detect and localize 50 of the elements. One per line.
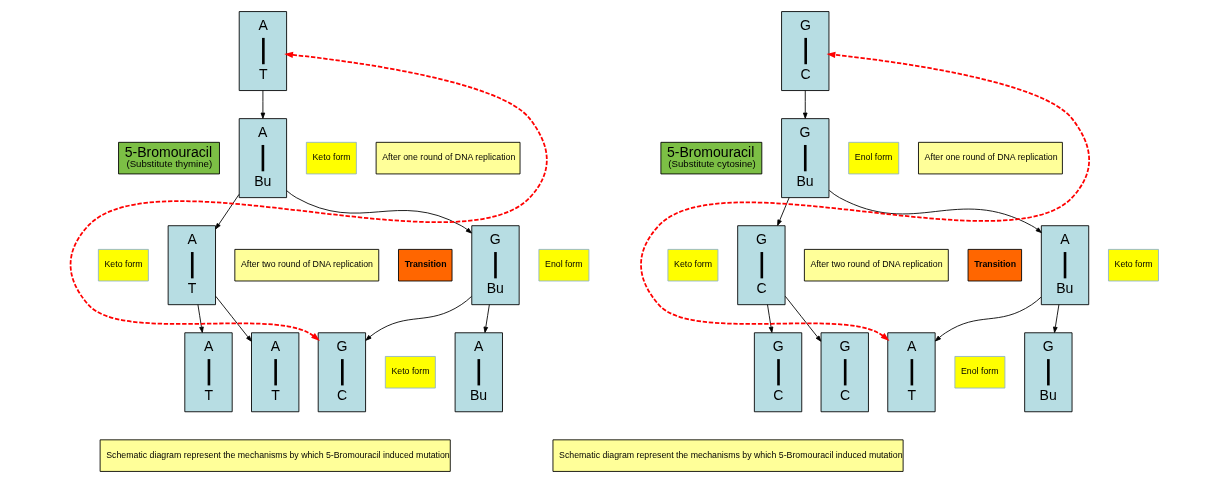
node-box: A T (886, 332, 936, 413)
arrow (776, 197, 790, 226)
arrow (365, 296, 472, 341)
node-box: G C (753, 332, 802, 413)
arrow (260, 90, 265, 119)
node-box: A T (183, 332, 233, 413)
node-box: Enol form (537, 248, 589, 282)
node-box: A T (167, 225, 216, 306)
node-box: Enol form (847, 141, 899, 175)
arrow (483, 304, 490, 333)
arrow (69, 51, 548, 341)
node-box: G Bu (470, 225, 520, 306)
arrow (828, 189, 1042, 234)
node-box: Keto form (305, 141, 357, 175)
node-box: After one round of DNA replication (917, 141, 1063, 175)
arrow (934, 296, 1041, 342)
node-box: Schematic diagram represent the mechanisms by which 5-Bromouracil induced mutation (99, 439, 451, 472)
node-box: A T (238, 11, 287, 91)
node-box: G C (736, 225, 786, 306)
node-box: 5-Bromouracil (Substitute thymine) (117, 141, 220, 175)
node-box: Keto form (666, 248, 718, 282)
node-box: G C (820, 332, 869, 413)
node-box: G Bu (780, 118, 829, 199)
node-box: A Bu (454, 332, 503, 413)
node-box: Keto form (97, 248, 149, 282)
node-box: A Bu (1040, 225, 1089, 306)
node-box: A Bu (238, 118, 287, 199)
node-box: Enol form (953, 356, 1005, 389)
arrow (214, 193, 239, 230)
arrow (639, 51, 1090, 341)
arrow (1052, 304, 1059, 333)
node-box: After one round of DNA replication (375, 141, 520, 175)
arrow (285, 190, 472, 234)
node-box: Schematic diagram represent the mechanisms by which 5-Bromouracil induced mutation (552, 439, 904, 472)
node-box: G C (780, 11, 829, 91)
arrow (802, 90, 808, 119)
node-box: Transition (967, 248, 1022, 282)
node-box: Transition (397, 248, 452, 282)
node-box: After two round of DNA replication (233, 248, 379, 282)
node-box: G C (317, 332, 366, 413)
node-box: Keto form (1107, 248, 1159, 282)
arrow (197, 304, 204, 333)
arrow (766, 304, 773, 333)
node-box: Keto form (384, 356, 436, 389)
arrow (784, 295, 821, 342)
node-box: A T (250, 332, 299, 413)
node-box: 5-Bromouracil (Substitute cytosine) (659, 141, 762, 175)
arrow (214, 295, 252, 342)
node-box: G Bu (1023, 332, 1072, 413)
node-box: After two round of DNA replication (803, 248, 949, 282)
